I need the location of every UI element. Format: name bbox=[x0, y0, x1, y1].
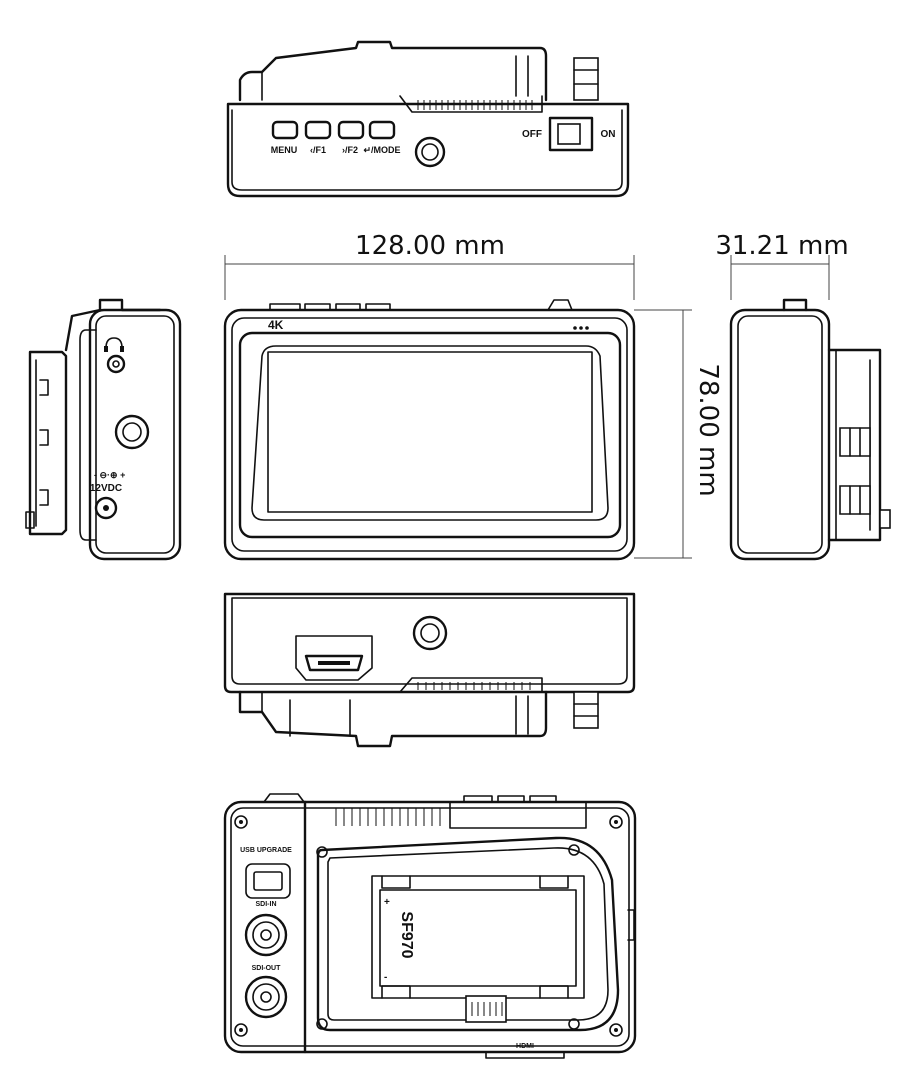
dc-power-jack bbox=[94, 496, 118, 520]
front-view: 4K bbox=[223, 299, 636, 561]
usb-port bbox=[253, 871, 283, 891]
headphone-jack bbox=[106, 354, 126, 374]
f2-label: ›/F2 bbox=[342, 145, 358, 155]
f2-button bbox=[337, 120, 365, 140]
mode-label: ↵/MODE bbox=[363, 145, 400, 155]
battery-type-label: SF970 bbox=[398, 911, 415, 958]
sdi-in-connector bbox=[244, 913, 288, 957]
f1-label: ‹/F1 bbox=[310, 145, 326, 155]
bnc-connector-top bbox=[839, 427, 871, 457]
mode-button bbox=[368, 120, 396, 140]
left-side-view: - ⊖·⊕ + 12VDC bbox=[25, 298, 182, 561]
svg-text:+: + bbox=[384, 897, 390, 908]
usb-label: USB UPGRADE bbox=[240, 847, 292, 854]
4k-badge: 4K bbox=[268, 318, 284, 332]
width-dimension: 128.00 mm bbox=[355, 231, 505, 261]
top-vent-slots bbox=[417, 100, 533, 110]
switch-on-label: ON bbox=[601, 129, 616, 140]
switch-off-label: OFF bbox=[522, 129, 542, 140]
menu-button bbox=[271, 120, 299, 140]
svg-text:- ⊖·⊕ +: - ⊖·⊕ + bbox=[94, 470, 125, 480]
f1-button bbox=[304, 120, 332, 140]
hdmi-label: HDMI bbox=[516, 1043, 534, 1050]
right-side-view bbox=[729, 298, 891, 561]
sdi-out-label: SDI-OUT bbox=[252, 965, 282, 972]
tripod-mount-icon bbox=[414, 136, 446, 168]
sdi-in-label: SDI-IN bbox=[256, 901, 277, 908]
dc-label: 12VDC bbox=[90, 483, 122, 494]
sdi-out-connector bbox=[244, 975, 288, 1019]
height-dimension: 78.00 mm bbox=[693, 363, 723, 496]
menu-label: MENU bbox=[271, 145, 298, 155]
bottom-view bbox=[223, 592, 636, 748]
bnc-connector-bottom bbox=[839, 485, 871, 515]
top-view: MENU ‹/F1 ›/F2 ↵/MODE OFF ON bbox=[226, 40, 630, 198]
headphone-icon bbox=[105, 337, 123, 349]
dimension-lines: 128.00 mm 31.21 mm 78.00 mm bbox=[224, 231, 849, 559]
svg-text:-: - bbox=[384, 972, 387, 983]
back-view: SF970 + - USB UPGRADE SDI-IN SDI-OUT HDM… bbox=[223, 793, 637, 1059]
depth-dimension: 31.21 mm bbox=[715, 231, 848, 261]
screen bbox=[267, 351, 593, 513]
